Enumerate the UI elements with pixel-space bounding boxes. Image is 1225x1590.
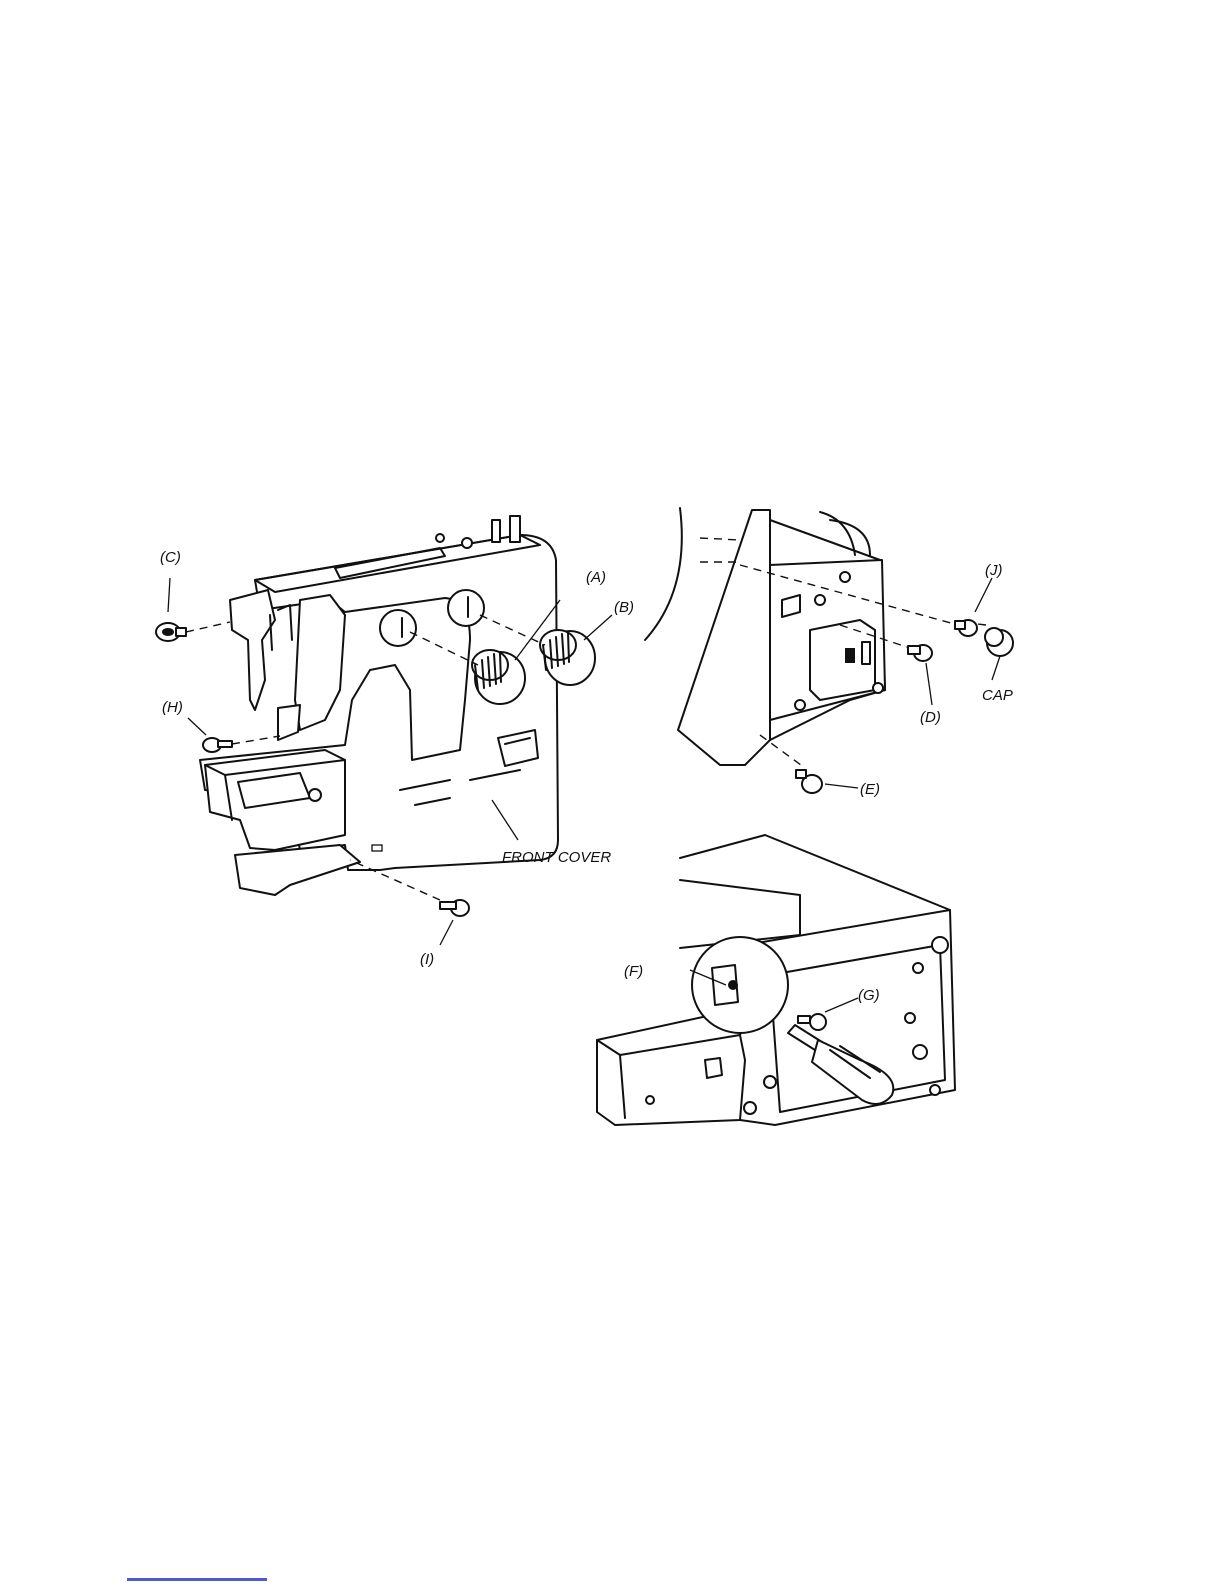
label-g: (G): [858, 987, 880, 1004]
screw-j-icon: [955, 578, 992, 636]
screw-i-icon: [350, 860, 469, 945]
label-c: (C): [160, 549, 181, 566]
label-d: (D): [920, 709, 941, 726]
screw-c-icon: [156, 578, 230, 641]
label-i: (I): [420, 951, 434, 968]
screw-h-icon: [188, 718, 280, 752]
machine-underside-view: [597, 835, 955, 1125]
label-a: (A): [586, 569, 606, 586]
label-b: (B): [614, 599, 634, 616]
cap-icon: [985, 628, 1013, 680]
label-cap: CAP: [982, 687, 1013, 704]
sewing-machine-side-view: [645, 508, 1013, 793]
label-e: (E): [860, 781, 880, 798]
bottom-accent-bar: [127, 1578, 267, 1581]
label-f: (F): [624, 963, 643, 980]
screw-d-icon: [908, 645, 932, 705]
label-h: (H): [162, 699, 183, 716]
label-j: (J): [985, 562, 1003, 579]
label-front-cover: FRONT COVER: [502, 849, 611, 866]
sewing-machine-front-view: [156, 516, 612, 945]
magnifier-circle: [692, 937, 788, 1033]
screw-e-icon: [796, 770, 858, 793]
